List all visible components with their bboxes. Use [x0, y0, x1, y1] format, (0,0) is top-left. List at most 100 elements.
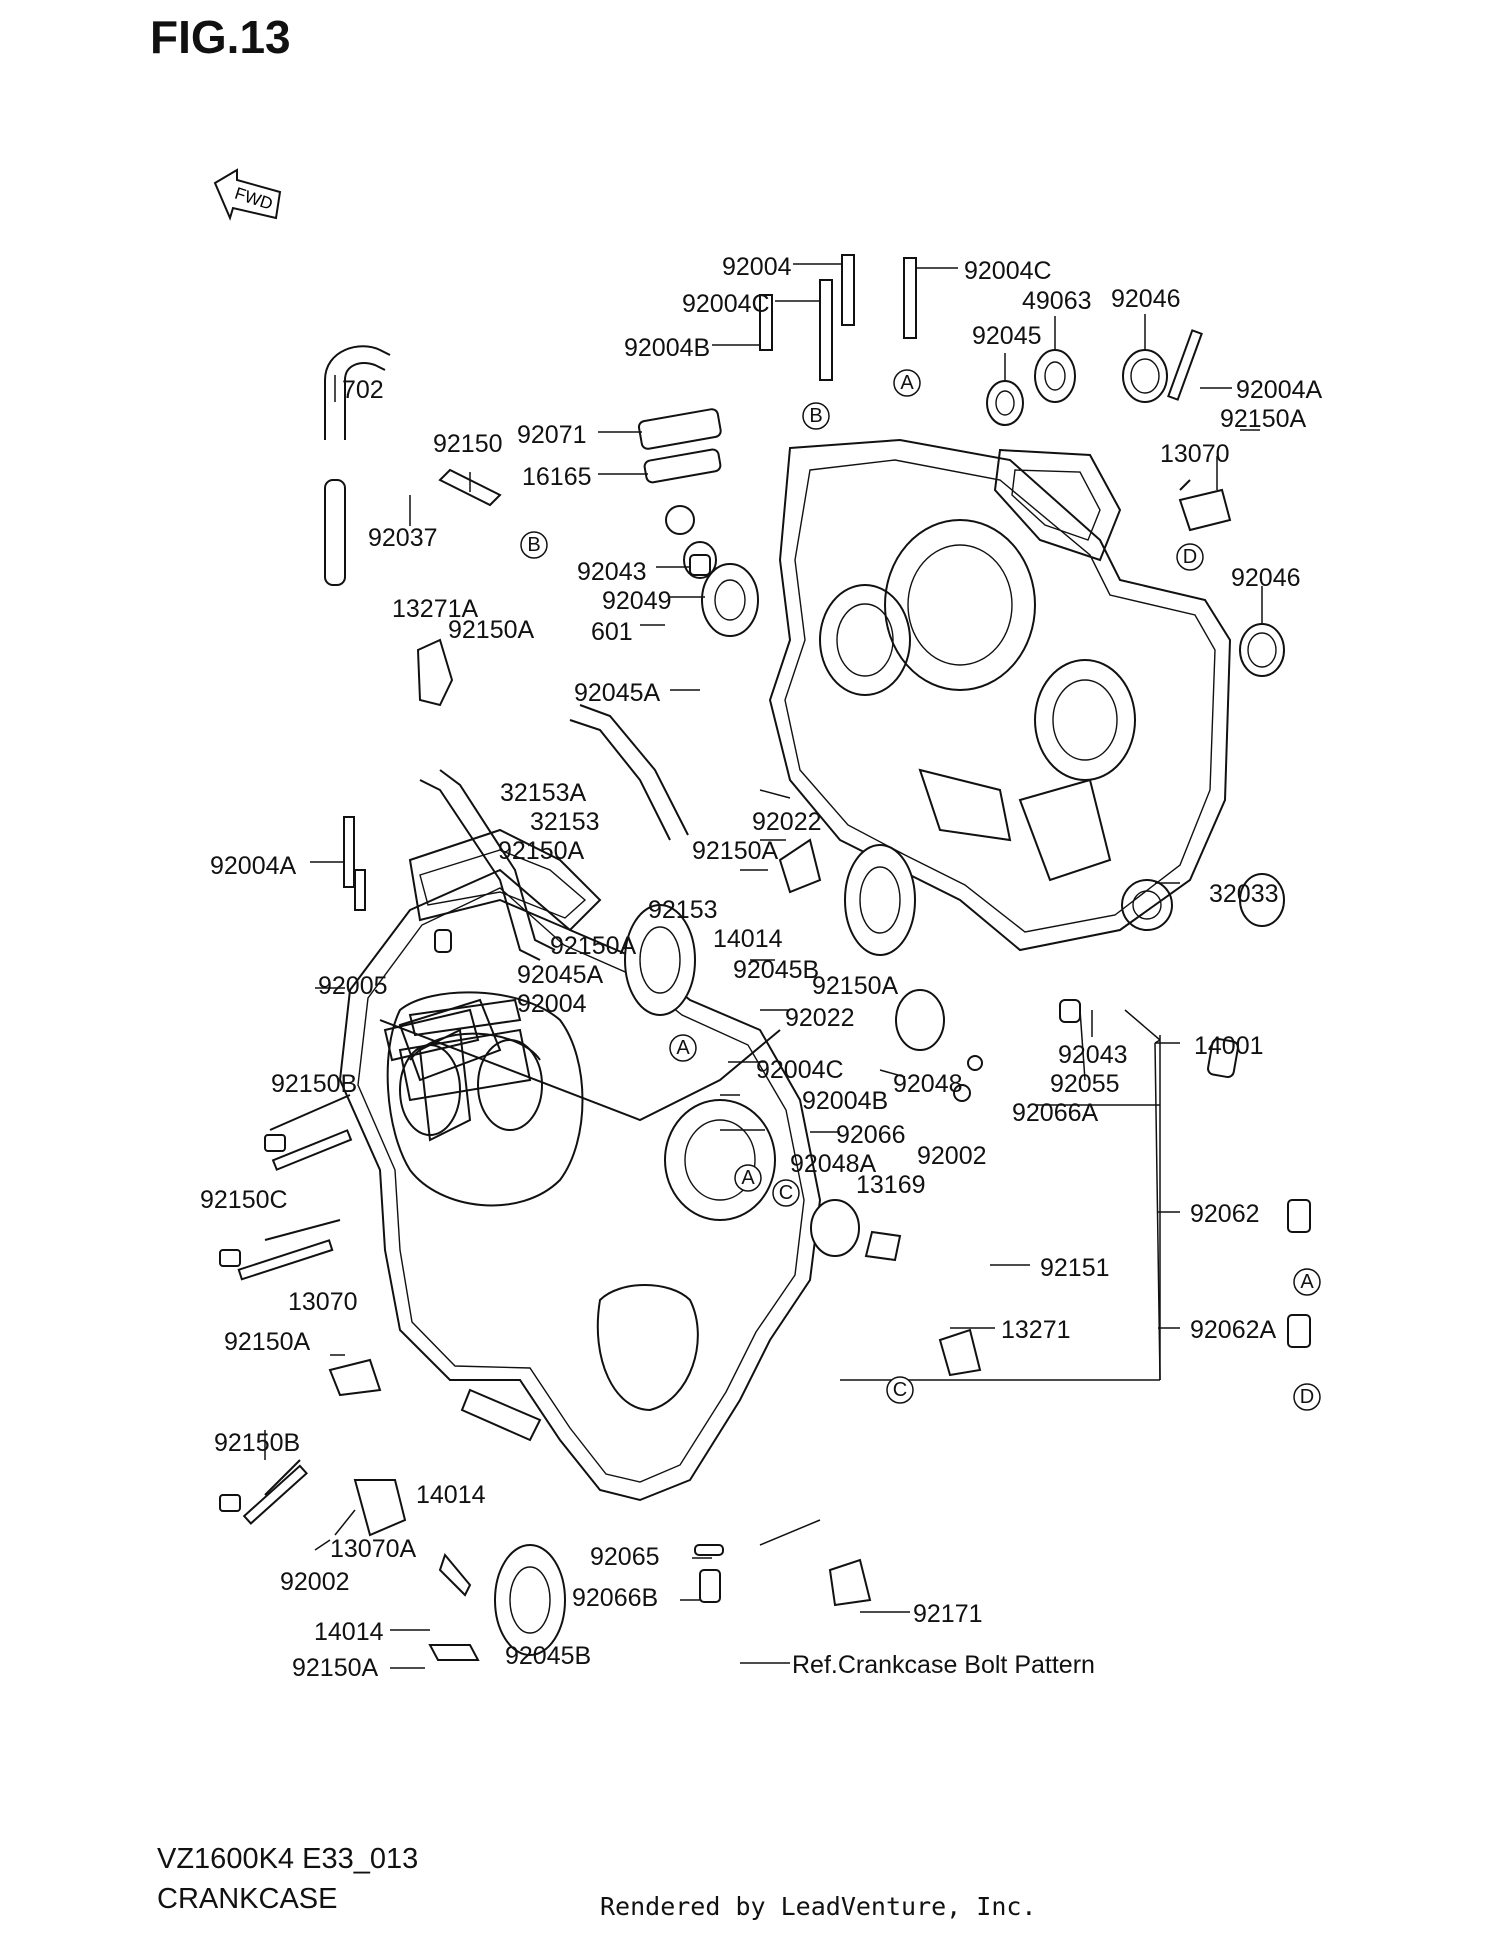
- callout-label: 13070: [1160, 440, 1230, 468]
- callout-label: 92150A: [498, 837, 585, 865]
- callout-label: 13070: [288, 1288, 358, 1316]
- callout-labels: 92004 92004C 92004C 49063 92046 92004B 9…: [200, 253, 1323, 1682]
- ref-marker-letter: B: [527, 534, 540, 556]
- ref-marker-letter: A: [741, 1167, 755, 1189]
- ref-marker-letter: D: [1300, 1386, 1314, 1408]
- ref-marker: A: [893, 369, 921, 397]
- gaskets: [416, 408, 1232, 707]
- callout-label: 92004: [517, 990, 587, 1018]
- callout-label: 16165: [522, 463, 592, 491]
- render-credit: Rendered by LeadVenture, Inc.: [600, 1892, 1037, 1921]
- callout-label: 92150: [433, 430, 503, 458]
- callout-label: 92151: [1040, 1254, 1110, 1282]
- figure-title: FIG.13: [150, 11, 291, 63]
- callout-label: 13271: [1001, 1316, 1071, 1344]
- callout-label: 92046: [1231, 564, 1301, 592]
- callout-label: 92171: [913, 1600, 983, 1628]
- leader-lines: [264, 263, 1263, 1669]
- oil-pipes: [419, 704, 689, 961]
- callout-label: 92004C: [964, 257, 1052, 285]
- callout-label: 92045: [972, 322, 1042, 350]
- callout-label: 702: [342, 376, 384, 404]
- ref-marker: C: [772, 1179, 800, 1207]
- ref-marker-letter: A: [1300, 1271, 1314, 1293]
- callout-label: 92048: [893, 1070, 963, 1098]
- callout-label: 92066B: [572, 1584, 658, 1612]
- callout-label: 92071: [517, 421, 587, 449]
- ref-marker: B: [520, 531, 548, 559]
- callout-label: 32153: [530, 808, 600, 836]
- ref-marker-letter: C: [779, 1182, 793, 1204]
- callout-label: 92150B: [214, 1429, 300, 1457]
- callout-label: 92043: [577, 558, 647, 586]
- ref-marker-letter: B: [809, 405, 822, 427]
- callout-label: 13271A: [392, 595, 479, 623]
- forward-arrow-icon: FWD: [213, 168, 282, 221]
- callout-label: 92045A: [574, 679, 661, 707]
- callout-label: 92004A: [210, 852, 297, 880]
- callout-label: 92005: [318, 972, 388, 1000]
- callout-label: 92150A: [224, 1328, 311, 1356]
- callout-label: 92004C: [756, 1056, 844, 1084]
- callout-label: 92150A: [550, 932, 637, 960]
- callout-label: 92048A: [790, 1150, 877, 1178]
- callout-label: 14014: [713, 925, 783, 953]
- ref-marker-letter: A: [900, 372, 914, 394]
- callout-label: 49063: [1022, 287, 1092, 315]
- studs: [343, 254, 1203, 911]
- callout-label: Ref.Crankcase Bolt Pattern: [792, 1651, 1095, 1679]
- callout-label: 92062: [1190, 1200, 1260, 1228]
- right-crankcase-half: [768, 438, 1232, 952]
- small-parts: [219, 479, 1311, 1661]
- ref-marker: D: [1176, 543, 1204, 571]
- ref-marker: C: [886, 1376, 914, 1404]
- callout-label: 92046: [1111, 285, 1181, 313]
- ref-marker: A: [1293, 1268, 1321, 1296]
- callout-label: 92150A: [448, 616, 535, 644]
- callout-label: 92065: [590, 1543, 660, 1571]
- callout-label: 92002: [280, 1568, 350, 1596]
- callout-label: 92150A: [1220, 405, 1307, 433]
- callout-label: 92153: [648, 896, 718, 924]
- left-crankcase-half: [338, 828, 822, 1502]
- callout-label: 92055: [1050, 1070, 1120, 1098]
- callout-label: 92045B: [505, 1642, 591, 1670]
- callout-label: 92004B: [624, 334, 710, 362]
- callout-label: 92045A: [517, 961, 604, 989]
- callout-label: 92150A: [692, 837, 779, 865]
- callout-label: 92066: [836, 1121, 906, 1149]
- breather-hose: [324, 345, 502, 586]
- ref-marker-letter: A: [676, 1037, 690, 1059]
- callout-label: 92004A: [1236, 376, 1323, 404]
- callout-label: 92045B: [733, 956, 819, 984]
- callout-label: 601: [591, 618, 633, 646]
- callout-label: 92066A: [1012, 1099, 1099, 1127]
- callout-label: 92049: [602, 587, 672, 615]
- ref-marker: A: [669, 1034, 697, 1062]
- callout-label: 92022: [752, 808, 822, 836]
- callout-label: 13169: [856, 1171, 926, 1199]
- callout-label: 14001: [1194, 1032, 1264, 1060]
- callout-label: 92022: [785, 1004, 855, 1032]
- bearings: [494, 349, 1285, 1656]
- callout-label: 32153A: [500, 779, 587, 807]
- callout-label: 92002: [917, 1142, 987, 1170]
- ref-marker: A: [734, 1164, 762, 1192]
- section-name: CRANKCASE: [157, 1883, 338, 1915]
- callout-label: 92150C: [200, 1186, 288, 1214]
- ref-marker: D: [1293, 1383, 1321, 1411]
- callout-label: 92004: [722, 253, 792, 281]
- callout-label: 14014: [416, 1481, 486, 1509]
- callout-label: 92062A: [1190, 1316, 1277, 1344]
- callout-label: 92004C: [682, 290, 770, 318]
- callout-label: 92150A: [292, 1654, 379, 1682]
- model-code: VZ1600K4 E33_013: [157, 1843, 419, 1875]
- callout-label: 32033: [1209, 880, 1279, 908]
- callout-label: 14014: [314, 1618, 384, 1646]
- callout-label: 92037: [368, 524, 438, 552]
- callout-label: 92004B: [802, 1087, 888, 1115]
- ref-marker-letter: D: [1183, 546, 1197, 568]
- ref-marker-letter: C: [893, 1379, 907, 1401]
- callout-label: 92043: [1058, 1041, 1128, 1069]
